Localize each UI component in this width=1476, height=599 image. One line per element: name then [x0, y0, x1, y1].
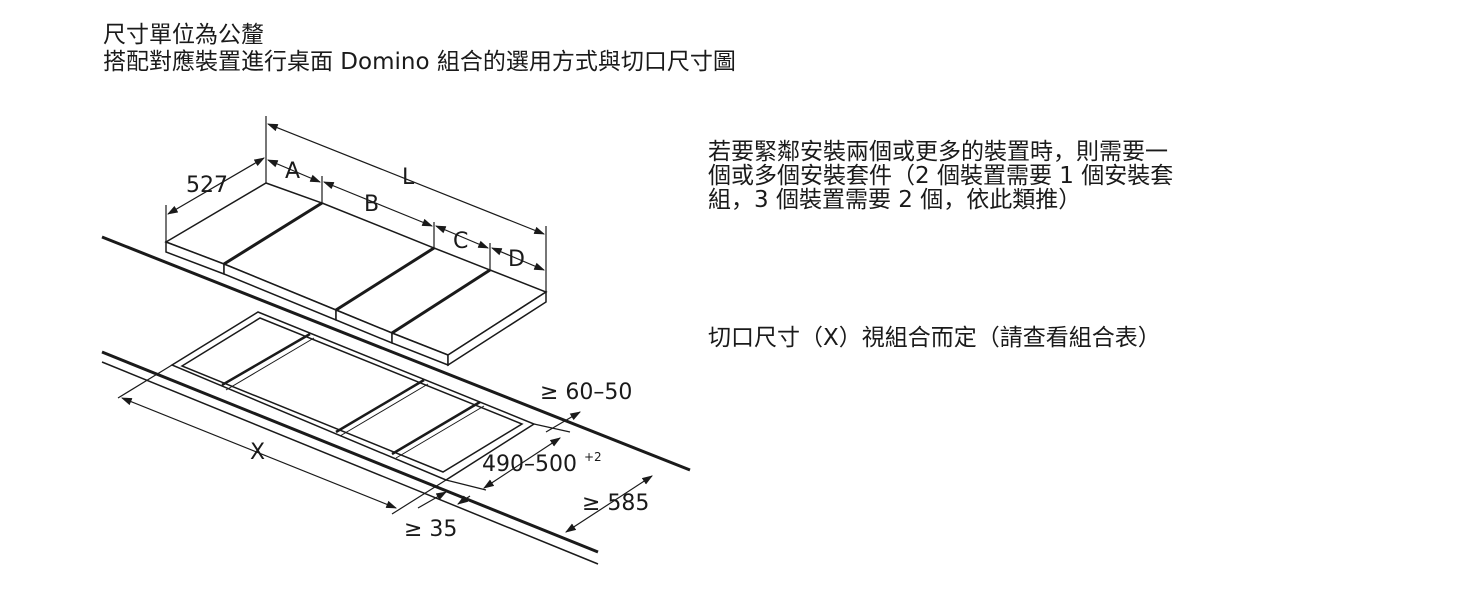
dimension-counter-depth-line [565, 475, 653, 533]
dimension-d-line [491, 247, 545, 271]
label-c: C [453, 229, 468, 254]
dimension-lines [117, 116, 653, 533]
label-cutout-depth: 490–500 +2 [482, 450, 602, 477]
appliance-d-side [447, 290, 547, 367]
label-cutout-depth-tolerance: +2 [584, 450, 602, 464]
dimension-edge-line [545, 411, 581, 433]
units-title: 尺寸單位為公釐 [103, 22, 264, 48]
label-cutout-depth-value: 490–500 [482, 452, 577, 477]
label-a: A [285, 159, 300, 184]
installation-kit-note: 若要緊鄰安裝兩個或更多的裝置時，則需要一個或多個安裝套件（2 個裝置需要 1 個… [708, 139, 1174, 213]
label-x: X [250, 440, 265, 465]
label-counter-depth: ≥ 585 [582, 491, 649, 516]
dimension-b-line [322, 181, 434, 227]
label-front-min: ≥ 35 [404, 517, 457, 542]
header: 尺寸單位為公釐 搭配對應裝置進行桌面 Domino 組合的選用方式與切口尺寸圖 [103, 22, 736, 76]
cutout-note: 切口尺寸（X）視組合而定（請查看組合表） [708, 325, 1161, 351]
dimension-labels: 527 A L B C D ≥ 60–50 X 490–500 +2 ≥ 585… [186, 159, 649, 542]
dimension-l-line [266, 123, 546, 235]
dimension-cutout-depth-line [483, 437, 561, 489]
countertop-back-edge [101, 235, 691, 472]
dimension-c-line [435, 225, 489, 249]
label-edge-min: ≥ 60–50 [540, 380, 632, 405]
dimension-a-line [267, 159, 321, 183]
dimension-x-line [120, 397, 398, 509]
label-d: D [508, 247, 525, 272]
label-b: B [364, 192, 379, 217]
label-l: L [402, 165, 415, 190]
dimension-depth-line [167, 157, 265, 215]
diagram-title: 搭配對應裝置進行桌面 Domino 組合的選用方式與切口尺寸圖 [103, 49, 736, 75]
dimension-front-line [417, 491, 447, 509]
label-depth: 527 [186, 173, 228, 198]
